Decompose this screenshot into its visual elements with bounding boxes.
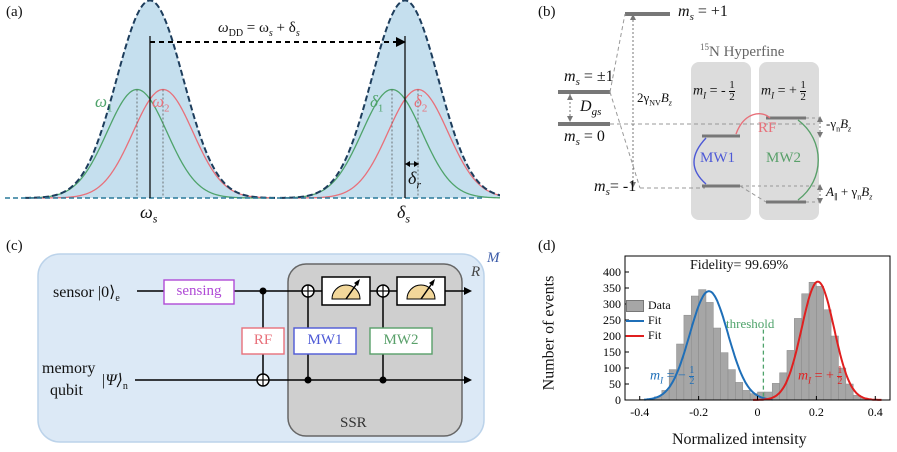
sensing-label: sensing <box>176 283 222 299</box>
y-tick-label: 350 <box>603 281 621 295</box>
rf-label: RF <box>758 120 777 136</box>
mw2-gate <box>369 327 433 355</box>
ms-0-label: ms = 0 <box>564 128 605 149</box>
ms-pm1-label: ms = ±1 <box>564 68 614 89</box>
omega-dd-label: ωDD = ωs + δs <box>218 20 300 39</box>
x-tick-label: -0.4 <box>630 405 649 419</box>
mw2-transition <box>797 119 819 201</box>
mw1-transition <box>693 137 707 185</box>
legend-swatch-fit-blue <box>626 319 644 322</box>
gamma-nv-label: 2γNVBz <box>637 90 672 108</box>
histogram-bar <box>735 382 744 401</box>
y-tick-label: 50 <box>609 377 621 391</box>
rf-gate-label: RF <box>253 332 273 348</box>
panel-d: (d) 0 50 100 150 200 250 300 350 400 -0.4 -0.2 0 0.2… <box>530 232 897 452</box>
histogram-chart: 0 50 100 150 200 250 300 350 400 -0.4 -0.2 0 0.2 0.4 <box>603 255 891 419</box>
meter-2 <box>396 276 446 306</box>
psi-label: |Ψ⟩n <box>101 372 128 393</box>
fit-curve-blue <box>644 290 773 401</box>
legend-swatch-data <box>626 299 644 312</box>
histogram-bar <box>698 289 707 401</box>
panel-b: (b) <box>530 0 897 232</box>
sensor-label: sensor |0⟩e <box>53 284 120 305</box>
energy-level-diagram <box>558 12 823 220</box>
meter-1 <box>321 276 371 306</box>
y-tick-label: 200 <box>603 329 621 343</box>
panel-c-label: (c) <box>6 238 23 254</box>
hyperfine-box-right <box>759 62 819 220</box>
delta-r-label: δr <box>408 168 422 192</box>
r-label: R <box>471 264 481 280</box>
ms-plus1-top-label: ms = +1 <box>678 3 728 24</box>
rf-transition <box>735 113 771 135</box>
mi-plus-dist-label: mI = + 1 2 <box>798 365 843 387</box>
x-tick-label: 0.4 <box>868 405 883 419</box>
hyperfine-title: 15N Hyperfine <box>700 42 785 60</box>
legend-item-fit-blue: Fit <box>626 313 671 328</box>
delta-s-label: δs <box>397 202 411 226</box>
omega-dd-arrowhead <box>396 37 406 47</box>
sum-curve <box>24 0 276 199</box>
circuit-diagram <box>37 253 485 443</box>
hyperfine-box-left <box>691 62 751 220</box>
y-tick-label: 0 <box>615 393 621 407</box>
delta1-label: δ1 <box>370 92 384 115</box>
y-tick-label: 100 <box>603 361 621 375</box>
omega-s-label: ωs <box>140 202 158 226</box>
qubit-label: qubit <box>50 382 83 399</box>
panel-b-label: (b) <box>538 4 556 20</box>
histogram-bar <box>786 350 795 401</box>
panel-a-label: (a) <box>6 4 23 20</box>
mw2-label: MW2 <box>766 150 801 166</box>
legend-item-fit-red: Fit <box>626 328 671 343</box>
legend-item-data: Data <box>626 298 671 313</box>
fidelity-label: Fidelity= 99.69% <box>690 258 789 273</box>
a-par-label: A∥ + γnBz <box>826 184 873 202</box>
memory-label: memory <box>42 360 96 377</box>
histogram-bar <box>720 352 729 401</box>
panel-d-label: (d) <box>538 238 556 254</box>
histogram-bar <box>742 390 751 401</box>
omega1-label: ω1 <box>95 92 113 115</box>
mw1-label: MW1 <box>700 150 735 166</box>
panel-c: (c) <box>0 232 510 452</box>
mi-minus-dist-label: mI = − 1 2 <box>650 365 695 387</box>
ssr-label: SSR <box>340 415 367 431</box>
legend: Data Fit Fit <box>626 298 671 343</box>
omega2-label: ω2 <box>152 92 170 115</box>
dgs-label: Dgs <box>580 98 602 119</box>
histogram-bar <box>727 369 736 401</box>
threshold-label: threshold <box>726 316 775 331</box>
delta2-label: δ2 <box>414 92 428 115</box>
histogram-bar <box>683 314 692 401</box>
y-tick-label: 150 <box>603 345 621 359</box>
panel-a: (a) ωDD = ωs + δs ω1 ω2 δ1 δ2 δr ωs δs <box>0 0 500 230</box>
mi-minus-label: mI = - 1 2 <box>693 79 735 103</box>
x-tick-label: 0.2 <box>809 405 824 419</box>
mw1-gate-label: MW1 <box>307 332 343 348</box>
y-tick-label: 300 <box>603 297 621 311</box>
legend-swatch-fit-red <box>626 334 644 337</box>
peak-right <box>279 0 500 199</box>
y-tick-label: 250 <box>603 313 621 327</box>
gamma-n-top-label: -γnBz <box>826 116 852 134</box>
histogram-bar <box>705 302 714 401</box>
mi-plus-label: mI = + 1 2 <box>761 79 806 103</box>
fit-curve-red <box>753 280 882 401</box>
mw2-gate-label: MW2 <box>383 332 419 348</box>
m-label: M <box>487 250 500 266</box>
y-tick-label: 400 <box>603 265 621 279</box>
panel-a-plot <box>5 0 500 199</box>
sensing-gate <box>163 279 235 305</box>
sum-curve <box>279 0 500 199</box>
y-axis-label: Number of events <box>540 275 558 391</box>
x-tick-label: -0.2 <box>689 405 708 419</box>
ms-minus1-label: ms= -1 <box>594 178 637 199</box>
mw1-gate <box>293 327 357 355</box>
histogram-bar <box>713 327 721 401</box>
peak-fill <box>280 0 500 198</box>
rf-gate <box>241 327 285 355</box>
x-axis-label: Normalized intensity <box>672 431 807 448</box>
x-tick-label: 0 <box>755 405 761 419</box>
